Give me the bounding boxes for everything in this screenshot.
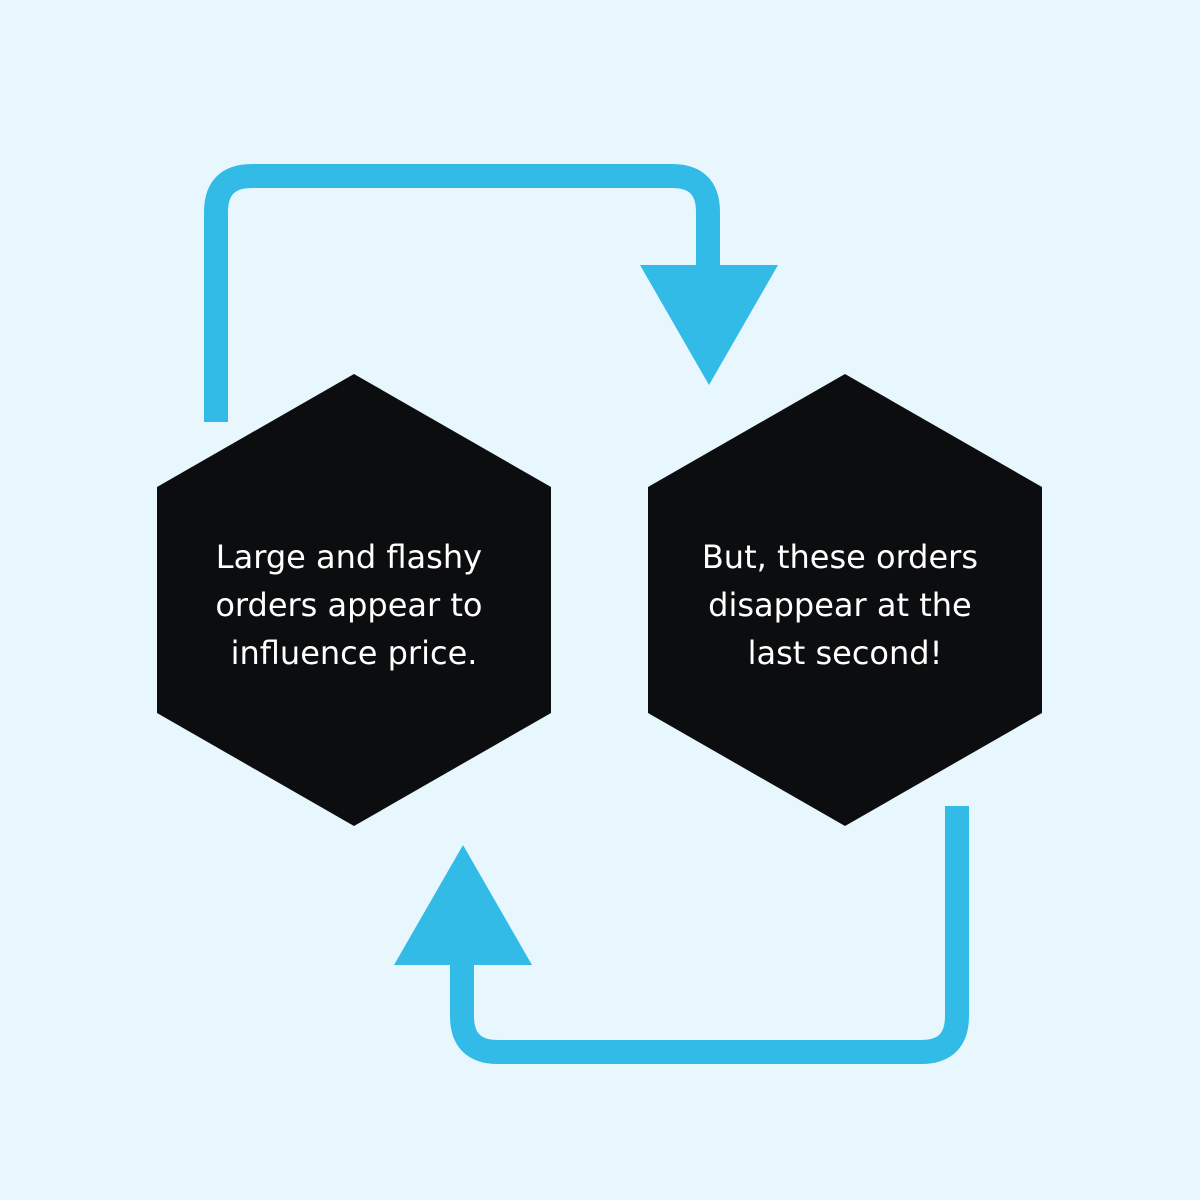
left-step-line-1: Large and flashy <box>216 538 482 576</box>
arrow-left-to-right-line <box>204 164 720 422</box>
arrow-right-to-left-line <box>450 806 969 1064</box>
left-step-text: Large and flashy orders appear to influe… <box>215 538 492 672</box>
arrow-right-to-left-head <box>394 845 532 965</box>
left-hexagon <box>157 374 551 826</box>
right-step-line-1: But, these orders <box>702 538 978 576</box>
right-step-line-3: last second! <box>748 634 943 672</box>
left-step-line-3: influence price. <box>231 634 478 672</box>
right-step-node: But, these orders disappear at the last … <box>648 374 1042 826</box>
left-step-node: Large and flashy orders appear to influe… <box>157 374 551 826</box>
right-step-line-2: disappear at the <box>708 586 972 624</box>
arrow-left-to-right-head <box>640 265 778 385</box>
left-step-line-2: orders appear to <box>215 586 482 624</box>
right-step-text: But, these orders disappear at the last … <box>702 538 988 672</box>
right-hexagon <box>648 374 1042 826</box>
